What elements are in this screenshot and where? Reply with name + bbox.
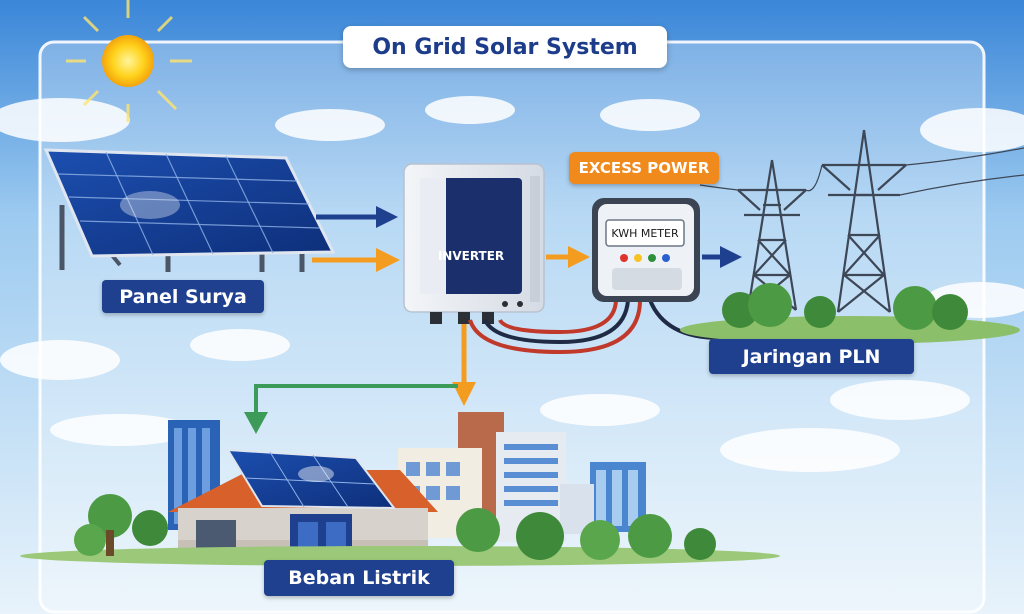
beban-listrik-label: Beban Listrik (264, 560, 454, 596)
inverter-to-meter-arrow (546, 246, 590, 268)
panel-to-inverter-arrows (312, 206, 400, 272)
panel-surya-text: Panel Surya (119, 285, 247, 308)
excess-power-badge: EXCESS POWER (569, 152, 719, 184)
beban-listrik-text: Beban Listrik (288, 567, 430, 589)
jaringan-pln-text: Jaringan PLN (742, 345, 881, 368)
grid-to-load-arrow (244, 384, 458, 434)
jaringan-pln-label: Jaringan PLN (709, 339, 914, 374)
inverter-box (403, 163, 545, 324)
kwh-meter-label: KWH METER (608, 223, 682, 243)
inverter-text: INVERTER (437, 249, 505, 263)
kwh-meter-text: KWH METER (611, 226, 679, 240)
excess-power-text: EXCESS POWER (578, 159, 710, 177)
load-trees (20, 494, 780, 566)
meter-to-grid-arrow (702, 246, 742, 268)
clouds (0, 96, 1024, 472)
panel-surya-label: Panel Surya (102, 280, 264, 313)
solar-panel-array (43, 148, 336, 272)
page-title: On Grid Solar System (343, 26, 667, 68)
kwh-meter (592, 198, 700, 302)
sun-icon (66, 0, 192, 122)
cables (468, 299, 721, 355)
page-title-text: On Grid Solar System (372, 34, 638, 60)
inverter-label: INVERTER (420, 246, 522, 266)
grid-trees (680, 283, 1020, 344)
